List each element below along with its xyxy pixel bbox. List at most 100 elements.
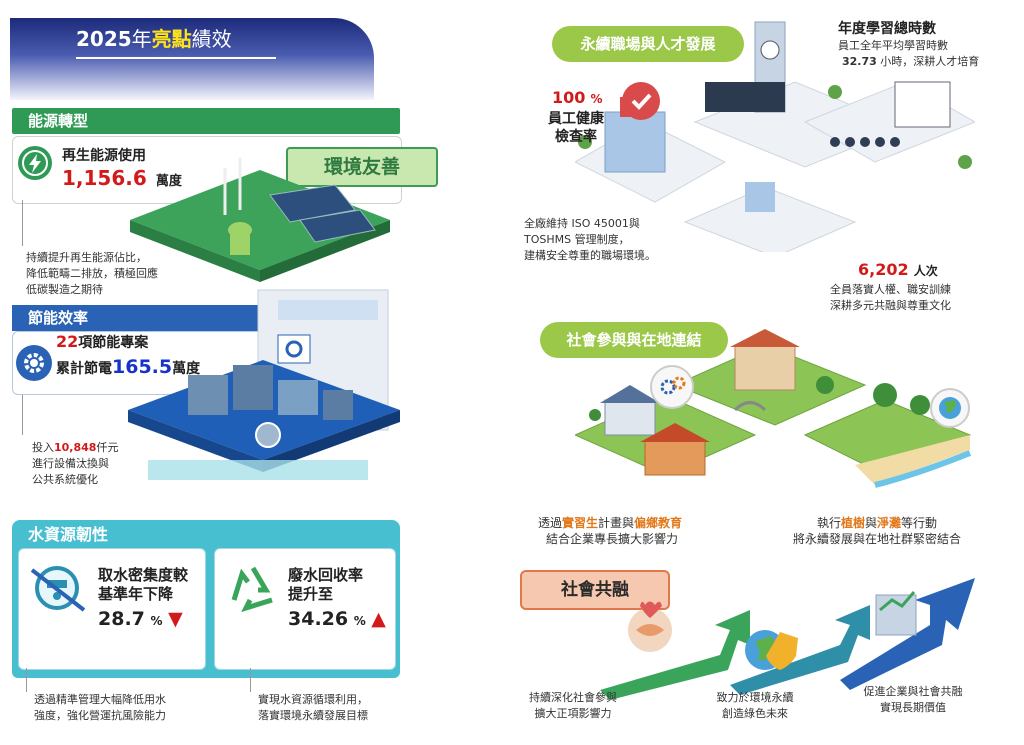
inclusion-desc-a: 持續深化社會參與 擴大正項影響力 — [518, 690, 628, 722]
header-year: 2025 — [76, 27, 132, 51]
health-label: 員工健康 檢查率 — [545, 110, 607, 146]
training-count: 6,202 人次 — [858, 260, 938, 279]
training-desc-1: 全員落實人權、職安訓練 — [830, 283, 951, 296]
iso-desc-2: TOSHMS 管理制度， — [524, 233, 630, 246]
efficiency-desc-1: 投入10,848仟元 — [32, 440, 118, 456]
water-left-title-1: 取水密集度較 — [98, 566, 189, 584]
health-value: 100 — [552, 88, 586, 107]
health-unit: % — [590, 92, 603, 106]
efficiency-desc-3: 公共系統優化 — [32, 473, 98, 486]
community-right-1e: 等行動 — [901, 516, 938, 530]
hours-line-1: 員工全年平均學習時數 — [838, 39, 948, 52]
inclusion-a-2: 擴大正項影響力 — [534, 707, 612, 720]
header-banner — [10, 18, 374, 100]
efficiency-section-title: 節能效率 — [12, 305, 262, 331]
community-right-1c: 與 — [864, 516, 877, 530]
recycle-icon — [222, 560, 284, 620]
environment-badge: 環境友善 — [286, 147, 438, 187]
water-right-title: 廢水回收率 提升至 — [288, 566, 363, 604]
energy-desc-2: 降低範疇二排放，積極回應 — [26, 267, 158, 280]
inclusion-desc-b: 致力於環境永續 創造綠色未來 — [700, 690, 810, 722]
gears-icon — [650, 365, 694, 409]
hours-suffix: 小時，深耕人才培育 — [880, 55, 980, 68]
inclusion-arrows-illustration — [600, 570, 980, 700]
community-right-1d: 淨灘 — [877, 516, 902, 530]
health-rate: 100 % — [552, 88, 603, 107]
energy-unit: 萬度 — [155, 174, 182, 189]
water-left-leader — [26, 668, 27, 692]
efficiency-projects-value: 22 — [56, 332, 79, 351]
training-desc-2: 深耕多元共融與尊重文化 — [830, 299, 951, 312]
arrow-down-icon: ▼ — [168, 608, 183, 630]
inclusion-b-1: 致力於環境永續 — [716, 691, 794, 704]
energy-leader-line — [22, 200, 23, 246]
community-left-desc-2: 結合企業專長擴大影響力 — [546, 532, 679, 546]
community-left-desc-1: 透過實習生計畫與偏鄉教育 — [538, 515, 682, 531]
globe-icon — [930, 388, 970, 428]
header-title: 2025年亮點績效 — [76, 23, 276, 59]
workplace-illustration — [573, 12, 977, 258]
hours-line-2: 32.73 小時，深耕人才培育 — [842, 54, 979, 70]
efficiency-saving-unit: 萬度 — [172, 361, 201, 377]
community-right-1b: 植樹 — [840, 516, 865, 530]
energy-desc-3: 低碳製造之期待 — [26, 283, 103, 296]
efficiency-leader-line — [22, 395, 23, 435]
water-right-value-row: 34.26 % ▲ — [288, 608, 386, 630]
water-meter-icon — [22, 560, 92, 620]
water-left-title: 取水密集度較 基準年下降 — [98, 566, 188, 604]
training-unit: 人次 — [913, 264, 938, 278]
inclusion-c-1: 促進企業與社會共融 — [863, 685, 963, 698]
energy-section-title: 能源轉型 — [12, 108, 400, 134]
community-left-1b: 實習生 — [562, 516, 599, 530]
inclusion-section-title: 社會共融 — [520, 570, 670, 610]
efficiency-saving-value: 165.5 — [112, 356, 173, 378]
water-desc-right-2: 落實環境永續發展目標 — [258, 709, 368, 722]
water-desc-left-1: 透過精準管理大幅降低用水 — [34, 693, 166, 706]
water-desc-left: 透過精準管理大幅降低用水 強度，強化營運抗風險能力 — [34, 692, 166, 724]
lightning-icon — [18, 146, 52, 180]
efficiency-saving: 累計節電165.5萬度 — [56, 356, 200, 378]
community-right-1a: 執行 — [816, 516, 841, 530]
efficiency-desc-2: 進行設備汰換與 — [32, 457, 109, 470]
efficiency-desc-suffix: 仟元 — [96, 441, 119, 454]
health-label-1: 員工健康 — [548, 111, 604, 127]
community-left-desc: 透過實習生計畫與偏鄉教育 結合企業專長擴大影響力 — [538, 515, 682, 547]
iso-desc: 全廠維持 ISO 45001與 TOSHMS 管理制度， 建構安全尊重的職場環境… — [524, 216, 656, 264]
water-right-leader — [250, 668, 251, 692]
inclusion-b-2: 創造綠色未來 — [722, 707, 788, 720]
header-title-c: 績效 — [191, 27, 232, 51]
water-left-value-row: 28.7 % ▼ — [98, 608, 183, 630]
community-left-1d: 偏鄉教育 — [634, 516, 683, 530]
inclusion-c-2: 實現長期價值 — [880, 701, 946, 714]
arrow-up-icon: ▲ — [371, 608, 386, 630]
energy-efficiency-illustration — [128, 280, 400, 490]
iso-desc-1: 全廠維持 ISO 45001與 — [524, 217, 640, 230]
water-desc-right: 實現水資源循環利用， 落實環境永續發展目標 — [258, 692, 368, 724]
community-right-desc-2: 將永續發展與在地社群緊密結合 — [792, 532, 961, 546]
gear-icon — [16, 345, 52, 381]
iso-desc-3: 建構安全尊重的職場環境。 — [524, 249, 656, 262]
energy-desc: 持續提升再生能源佔比， 降低範疇二排放，積極回應 低碳製造之期待 — [26, 250, 158, 298]
header-title-highlight: 亮點 — [151, 27, 192, 51]
efficiency-saving-label: 累計節電 — [56, 361, 112, 377]
efficiency-desc-prefix: 投入 — [32, 441, 54, 454]
community-left-1a: 透過 — [538, 516, 563, 530]
checkmark-icon — [622, 82, 660, 120]
water-right-title-2: 提升至 — [288, 585, 334, 603]
hours-title: 年度學習總時數 — [838, 21, 936, 37]
water-left-unit: % — [150, 614, 163, 628]
water-left-value: 28.7 — [98, 608, 145, 630]
inclusion-a-1: 持續深化社會參與 — [529, 691, 617, 704]
efficiency-projects-label: 項節能專案 — [78, 335, 149, 351]
energy-desc-1: 持續提升再生能源佔比， — [26, 251, 147, 264]
water-right-value: 34.26 — [288, 608, 349, 630]
community-left-1c: 計畫與 — [598, 516, 635, 530]
renewable-energy-illustration — [120, 140, 390, 290]
community-illustration — [573, 325, 975, 515]
water-section-title: 水資源韌性 — [28, 525, 109, 544]
training-desc: 全員落實人權、職安訓練 深耕多元共融與尊重文化 — [830, 282, 951, 314]
hours-value: 32.73 — [842, 55, 877, 68]
water-desc-right-1: 實現水資源循環利用， — [258, 693, 368, 706]
inclusion-desc-c: 促進企業與社會共融 實現長期價值 — [848, 684, 978, 716]
header-title-a: 年 — [131, 27, 152, 51]
